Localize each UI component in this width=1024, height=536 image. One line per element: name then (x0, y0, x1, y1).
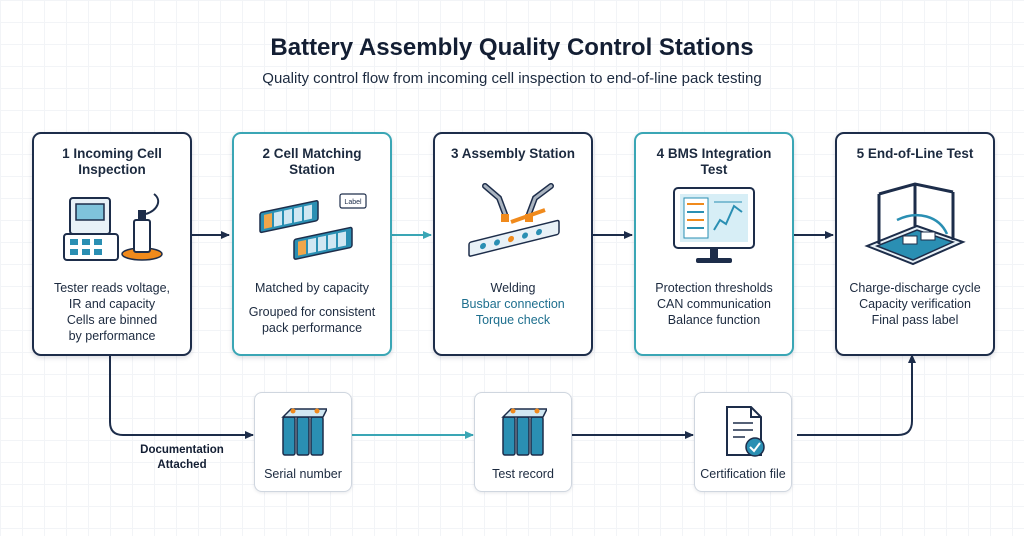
station-title: 3 Assembly Station (450, 146, 576, 161)
station-title: 5 End-of-Line Test (856, 146, 974, 161)
documentation-attached-label: Documentation Attached (140, 444, 224, 471)
station-description: Matched by capacity Grouped for consiste… (248, 281, 376, 335)
doc-label: Test record (492, 467, 554, 481)
station-title: 1 Incoming Cell Inspection (62, 146, 162, 177)
station-title: 4 BMS Integration Test (656, 146, 772, 177)
matched-cell-modules-icon: Label (259, 193, 367, 260)
arrow-docs-to-station5 (797, 354, 916, 436)
battery-pack-icon (281, 408, 327, 456)
cell-tester-icon (63, 193, 163, 261)
bms-monitor-icon (673, 187, 755, 263)
certificate-document-icon (726, 406, 765, 457)
test-rig-icon (864, 182, 966, 266)
station-title: 2 Cell Matching Station (262, 146, 362, 177)
doc-label: Serial number (264, 467, 342, 481)
diagram-title: Battery Assembly Quality Control Station… (270, 34, 754, 61)
station-card-incoming-inspection: 1 Incoming Cell Inspection Tester reads … (32, 132, 192, 356)
station-card-bms-integration: 4 BMS Integration Test Protection thresh… (634, 132, 794, 356)
doc-card-serial-number: Serial number (254, 392, 352, 492)
station-description: Welding Busbar connection Torque check (461, 281, 565, 327)
station-card-assembly: 3 Assembly Station Welding Busbar connec… (433, 132, 593, 356)
arrow-station1-to-docs (109, 352, 254, 439)
diagram-subtitle: Quality control flow from incoming cell … (262, 70, 762, 87)
battery-pack-icon (501, 408, 547, 456)
station-description: Tester reads voltage, IR and capacity Ce… (53, 281, 171, 343)
station-card-cell-matching: 2 Cell Matching Station Label Matched by… (232, 132, 392, 356)
station-description: Protection thresholds CAN communication … (655, 281, 773, 327)
station-description: Charge-discharge cycle Capacity verifica… (849, 281, 981, 327)
doc-card-certification-file: Certification file (694, 392, 792, 492)
welding-robot-icon (468, 183, 560, 257)
doc-label: Certification file (700, 467, 786, 481)
doc-card-test-record: Test record (474, 392, 572, 492)
station-card-end-of-line-test: 5 End-of-Line Test Charge-discharge cycl… (835, 132, 995, 356)
module-label-tag: Label (344, 199, 362, 206)
